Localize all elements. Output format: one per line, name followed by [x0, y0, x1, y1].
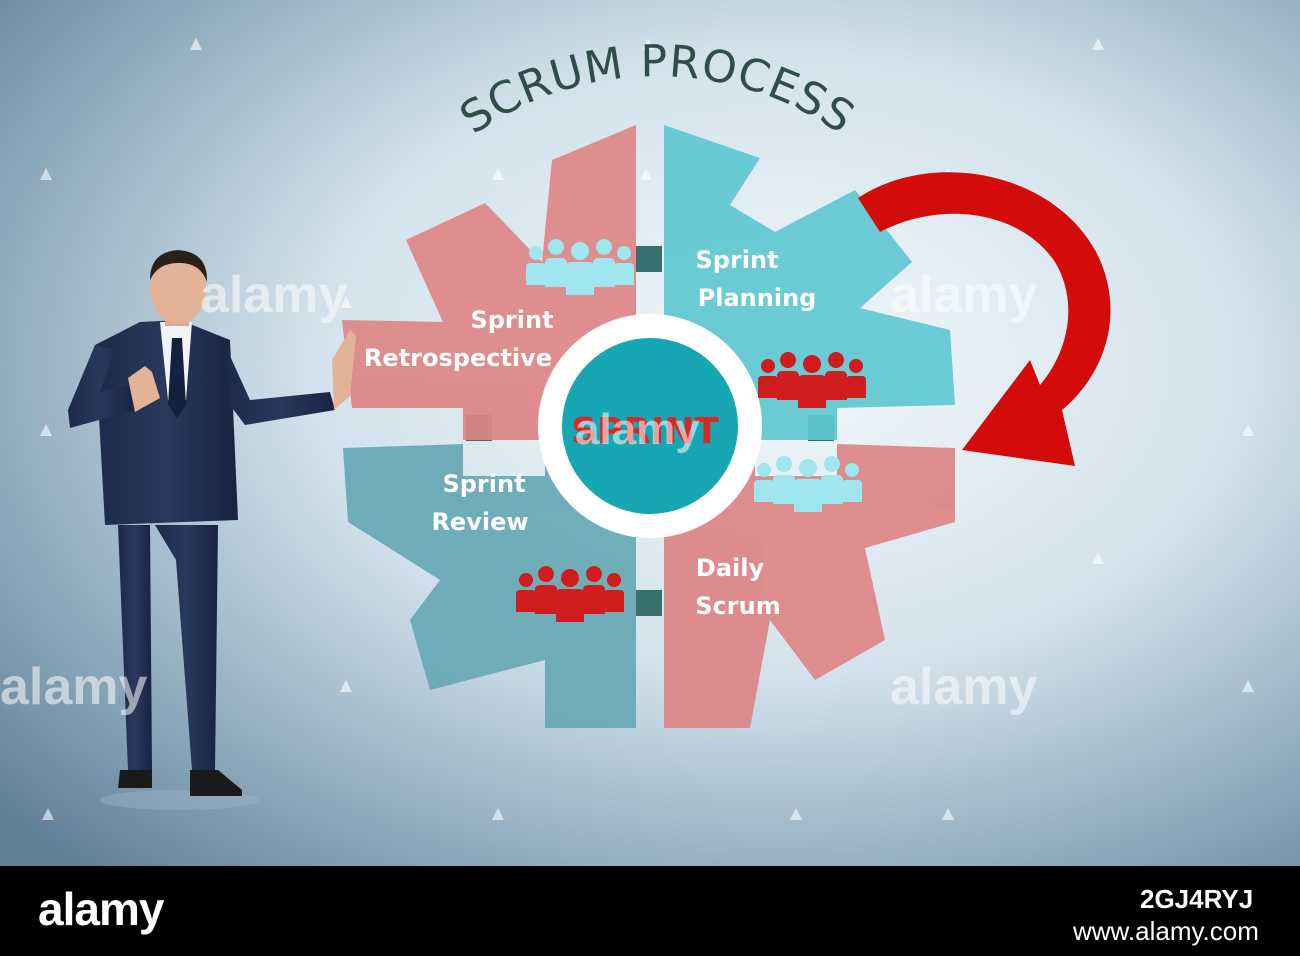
alamy-watermark: alamy: [0, 658, 148, 716]
watermark-footer: alamy 2GJ4RYJ www.alamy.com: [0, 866, 1300, 956]
stage-label-review-line1: Sprint: [442, 470, 525, 498]
stage-label-review-line2: Review: [431, 508, 528, 536]
gear-segment-review: [343, 444, 636, 728]
stage-label-planning-line1: Sprint: [695, 246, 778, 274]
center-circle: [562, 338, 738, 514]
alamy-logo: alamy: [38, 883, 164, 935]
cycle-arrow-icon: [858, 172, 1111, 466]
alamy-url: www.alamy.com: [1073, 916, 1259, 946]
stage-label-daily-line2: Scrum: [695, 592, 780, 620]
gear-segment-daily-scrum: [664, 444, 955, 728]
alamy-watermark: alamy: [890, 658, 1038, 716]
scrum-diagram: SPRINT Sprint Retrospective Sprint Plann…: [0, 0, 1300, 866]
stage-label-retrospective-line2: Retrospective: [364, 344, 552, 372]
alamy-watermark-center: alamy: [575, 405, 700, 454]
stage-label-daily-line1: Daily: [696, 554, 765, 582]
stage-label-retrospective-line1: Sprint: [470, 306, 553, 334]
stage-label-planning-line2: Planning: [698, 284, 817, 312]
alamy-watermark: alamy: [200, 266, 348, 324]
center-label: SPRINT: [571, 411, 720, 452]
businessman-figure: [68, 250, 356, 810]
alamy-watermark: alamy: [890, 266, 1038, 324]
image-id: 2GJ4RYJ: [1140, 884, 1254, 914]
